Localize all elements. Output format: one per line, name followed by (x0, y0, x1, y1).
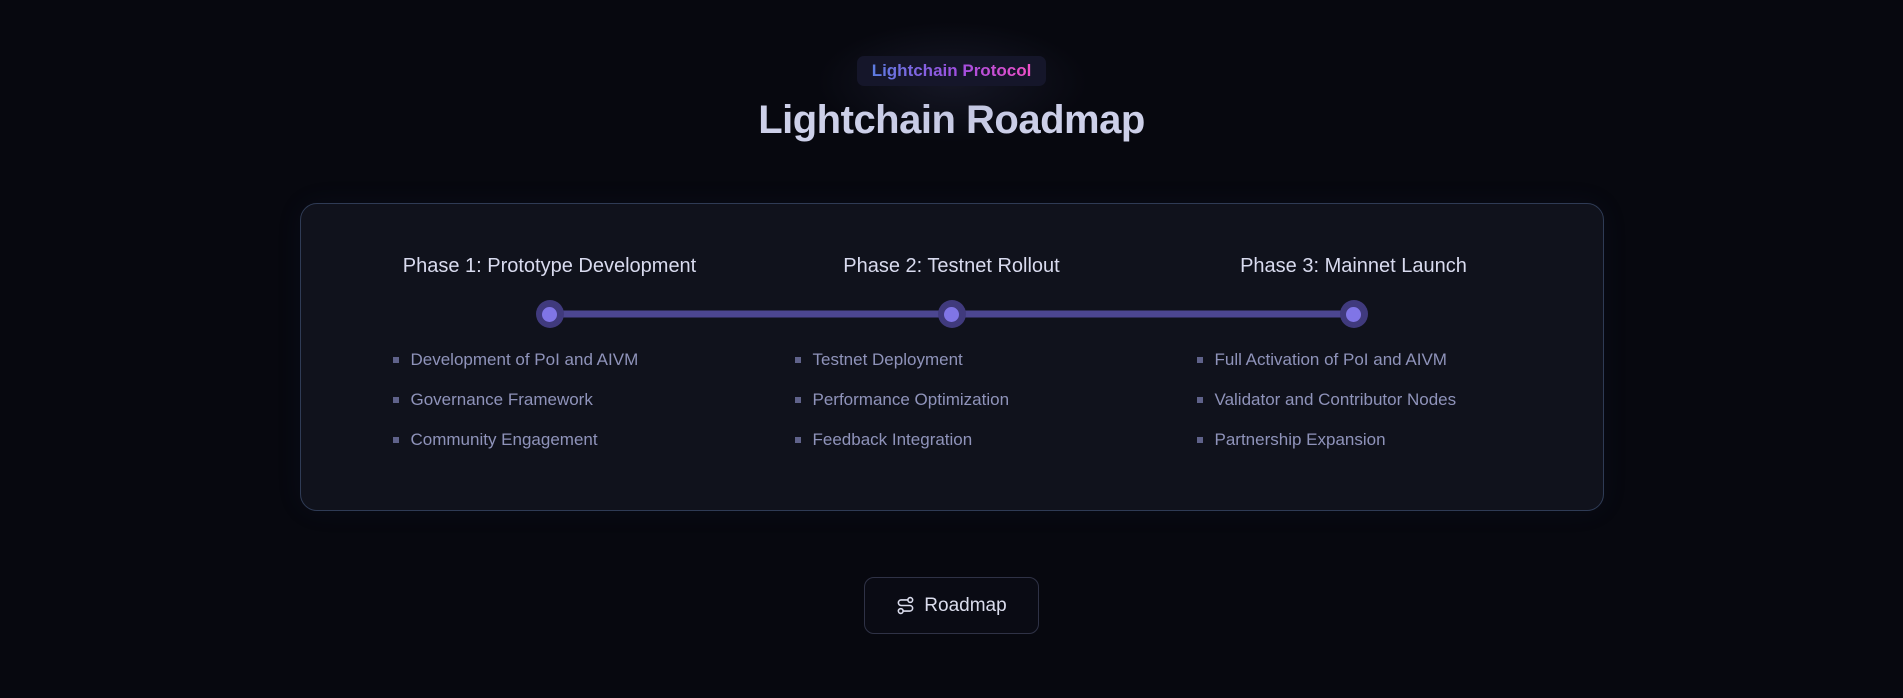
phase-2-list: Testnet Deployment Performance Optimizat… (751, 348, 1153, 452)
protocol-badge-label: Lightchain Protocol (871, 61, 1032, 80)
roadmap-button[interactable]: Roadmap (864, 577, 1039, 634)
list-item: Partnership Expansion (1197, 428, 1555, 452)
timeline-dot-phase-1 (535, 300, 564, 328)
list-item: Feedback Integration (795, 428, 1153, 452)
footer-section: Roadmap (0, 577, 1903, 634)
timeline (349, 300, 1555, 328)
phase-3-title: Phase 3: Mainnet Launch (1240, 255, 1467, 277)
list-item: Full Activation of PoI and AIVM (1197, 348, 1555, 372)
phase-lists-row: Development of PoI and AIVM Governance F… (349, 348, 1555, 452)
timeline-dot-phase-2 (937, 300, 966, 328)
list-item: Testnet Deployment (795, 348, 1153, 372)
protocol-badge: Lightchain Protocol (856, 56, 1047, 86)
timeline-dot-cell-1 (349, 300, 751, 328)
list-item: Governance Framework (393, 388, 751, 412)
list-item: Performance Optimization (795, 388, 1153, 412)
route-icon (896, 596, 915, 615)
hero-section: Lightchain Protocol Lightchain Roadmap (0, 0, 1903, 143)
timeline-dot-phase-3 (1339, 300, 1368, 328)
list-item: Validator and Contributor Nodes (1197, 388, 1555, 412)
phase-3-list: Full Activation of PoI and AIVM Validato… (1153, 348, 1555, 452)
timeline-dot-inner (542, 306, 557, 322)
phase-1-title: Phase 1: Prototype Development (402, 255, 697, 277)
page-title: Lightchain Roadmap (758, 98, 1145, 142)
roadmap-card: Phase 1: Prototype Development Phase 2: … (299, 203, 1604, 511)
phase-1-list: Development of PoI and AIVM Governance F… (349, 348, 751, 452)
timeline-dot-cell-3 (1153, 300, 1555, 328)
roadmap-button-label: Roadmap (924, 594, 1007, 616)
phase-2-title: Phase 2: Testnet Rollout (843, 255, 1060, 277)
timeline-dot-inner (944, 306, 959, 322)
list-item: Community Engagement (393, 428, 751, 452)
phase-titles-row: Phase 1: Prototype Development Phase 2: … (349, 254, 1555, 278)
timeline-dot-inner (1346, 306, 1361, 322)
timeline-dot-cell-2 (751, 300, 1153, 328)
list-item: Development of PoI and AIVM (393, 348, 751, 372)
